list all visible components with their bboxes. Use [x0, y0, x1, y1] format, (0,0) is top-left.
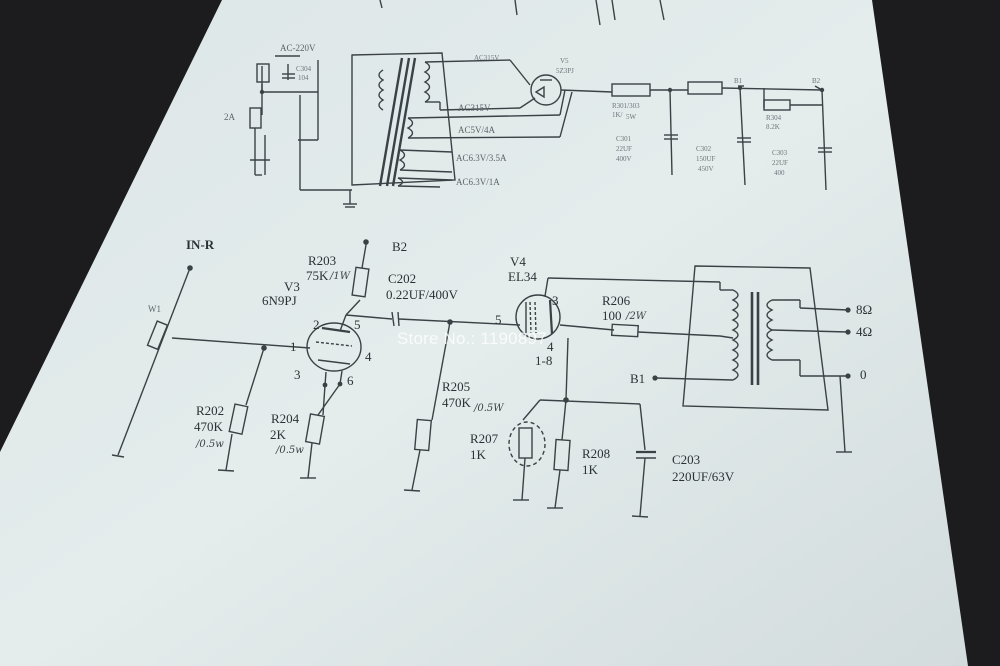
- label-c202-value: 0.22UF/400V: [386, 287, 458, 302]
- label-v3-type: 6N9PJ: [262, 293, 297, 308]
- label-output-4-ohm: 4Ω: [856, 324, 873, 339]
- label-r206-watt: /2W: [626, 311, 647, 322]
- label-r301-value: 1K/: [612, 111, 623, 119]
- label-b2-top: B2: [812, 77, 821, 85]
- label-c302: C302: [696, 145, 712, 153]
- label-c301-voltage: 400V: [616, 155, 632, 163]
- label-r206-value: 100: [602, 308, 622, 323]
- label-c302-value: 150UF: [696, 155, 716, 163]
- label-r205-value: 470K: [442, 395, 471, 410]
- label-r204-watt: /0.5w: [276, 445, 304, 456]
- label-v5-type: 5Z3PJ: [556, 67, 574, 75]
- label-r202-value: 470K: [194, 419, 223, 434]
- label-r205: R205: [442, 379, 471, 394]
- label-ac63-b: AC6.3V/1A: [456, 177, 500, 187]
- label-pin-2: 2: [313, 317, 320, 332]
- label-r203-watt: /1W: [330, 271, 351, 282]
- label-r208: R208: [582, 446, 611, 461]
- label-c303: C303: [772, 149, 788, 157]
- label-r205-watt: /0.5W: [474, 403, 504, 414]
- store-watermark: Store No.: 1190897: [397, 329, 547, 348]
- label-in-r: IN-R: [186, 237, 215, 252]
- label-c304: C304: [296, 65, 312, 73]
- schematic-wiring: [111, 0, 852, 518]
- label-c202: C202: [388, 271, 417, 286]
- label-pin-3: 3: [294, 367, 301, 382]
- label-c203: C203: [672, 452, 701, 467]
- label-r207-value: 1K: [470, 447, 486, 462]
- label-c303-value: 22UF: [772, 159, 788, 167]
- label-r304: R304: [766, 114, 782, 122]
- label-r203: R203: [308, 253, 337, 268]
- label-r204: R204: [271, 411, 300, 426]
- label-r202-watt: /0.5w: [196, 439, 224, 450]
- label-r304-value: 8.2K: [766, 123, 780, 131]
- label-b2: B2: [392, 239, 408, 254]
- label-pin-4: 4: [365, 349, 372, 364]
- label-c303-voltage: 400: [774, 169, 785, 177]
- label-r207: R207: [470, 431, 499, 446]
- label-ac5: AC5V/4A: [458, 125, 496, 135]
- label-v5: V5: [560, 57, 569, 65]
- label-r206: R206: [602, 293, 631, 308]
- label-v3: V3: [284, 279, 300, 294]
- label-c304-value: 104: [298, 74, 309, 82]
- label-ac315-bottom: AC315V: [458, 103, 491, 113]
- junction-dots: [187, 85, 851, 403]
- label-pin-5: 5: [354, 317, 361, 332]
- label-v4-pin-4: 4: [547, 339, 554, 354]
- label-c301-value: 22UF: [616, 145, 632, 153]
- label-v4-type: EL34: [508, 269, 537, 284]
- label-w1: W1: [148, 304, 161, 314]
- label-v4: V4: [510, 254, 526, 269]
- label-b1: B1: [630, 371, 646, 386]
- label-v4-pin-5: 5: [495, 312, 502, 327]
- label-b1-top: B1: [734, 77, 743, 85]
- label-output-8-ohm: 8Ω: [856, 302, 873, 317]
- label-r203-value: 75K: [306, 268, 329, 283]
- label-c301: C301: [616, 135, 632, 143]
- label-c302-voltage: 450V: [698, 165, 714, 173]
- label-c203-value: 220UF/63V: [672, 469, 735, 484]
- label-r301: R301/303: [612, 102, 640, 110]
- label-v4-pin-3: 3: [552, 293, 559, 308]
- label-pin-1: 1: [290, 339, 297, 354]
- label-v4-pin-1-8: 1-8: [535, 353, 553, 368]
- label-r301-watt: 5W: [626, 113, 637, 121]
- label-r202: R202: [196, 403, 225, 418]
- label-r204-value: 2K: [270, 427, 286, 442]
- label-ac63-a: AC6.3V/3.5A: [456, 153, 507, 163]
- label-output-0: 0: [860, 367, 867, 382]
- label-r208-value: 1K: [582, 462, 598, 477]
- paper-sheet: [0, 0, 968, 666]
- label-fuse: 2A: [224, 112, 235, 122]
- label-ac220: AC-220V: [280, 43, 316, 53]
- label-pin-6: 6: [347, 373, 354, 388]
- label-ac315-top: AC315V: [474, 54, 500, 62]
